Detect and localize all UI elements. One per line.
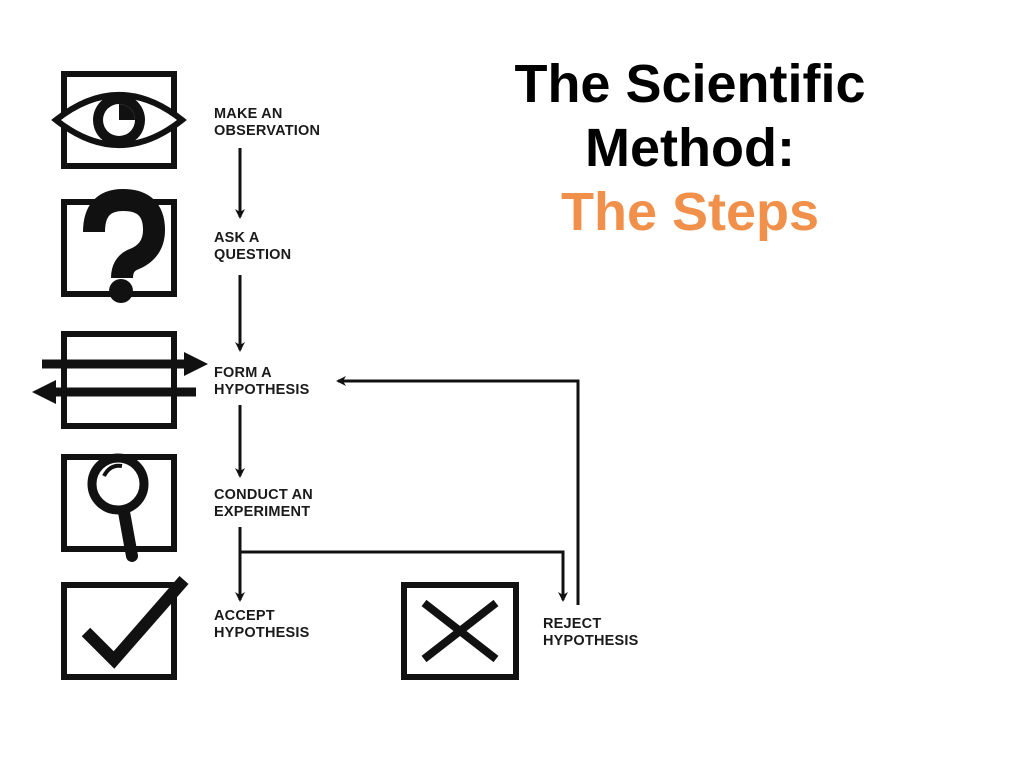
step-label-experiment: CONDUCT AN EXPERIMENT bbox=[214, 487, 313, 521]
page-subtitle: The Steps bbox=[560, 182, 820, 242]
magnifying-glass-icon bbox=[61, 453, 177, 562]
arrow-experiment-to-reject bbox=[240, 550, 568, 602]
page-title-line-2: Method: bbox=[585, 118, 795, 178]
question-mark-icon bbox=[61, 188, 177, 303]
step-label-hypothesis-line-2: HYPOTHESIS bbox=[214, 382, 310, 398]
step-label-reject: REJECT HYPOTHESIS bbox=[543, 616, 638, 650]
page-title-line-1: The Scientific bbox=[514, 54, 866, 114]
step-label-observation-line-1: MAKE AN bbox=[214, 106, 283, 122]
arrow-reject-to-hypothesis bbox=[336, 376, 580, 605]
flow-arrows bbox=[235, 148, 580, 605]
step-label-hypothesis: FORM A HYPOTHESIS bbox=[214, 365, 309, 399]
step-label-accept-line-1: ACCEPT bbox=[214, 608, 275, 624]
step-label-hypothesis-line-1: FORM A bbox=[214, 365, 272, 381]
step-label-question: ASK A QUESTION bbox=[214, 230, 291, 264]
x-mark-icon bbox=[401, 582, 519, 680]
step-label-accept: ACCEPT HYPOTHESIS bbox=[214, 608, 309, 642]
eye-icon bbox=[51, 71, 187, 169]
step-label-reject-line-2: HYPOTHESIS bbox=[543, 633, 639, 649]
step-label-reject-line-1: REJECT bbox=[543, 616, 602, 632]
step-label-question-line-2: QUESTION bbox=[214, 247, 292, 263]
opposing-arrows-icon bbox=[32, 331, 208, 429]
step-label-observation-line-2: OBSERVATION bbox=[214, 123, 321, 139]
step-label-question-line-1: ASK A bbox=[214, 230, 260, 246]
step-label-accept-line-2: HYPOTHESIS bbox=[214, 625, 310, 641]
step-label-experiment-line-1: CONDUCT AN bbox=[214, 487, 313, 503]
title-block: The Scientific Method: The Steps bbox=[440, 52, 940, 244]
checkmark-icon bbox=[61, 576, 189, 680]
step-label-experiment-line-2: EXPERIMENT bbox=[214, 504, 311, 520]
step-label-observation: MAKE AN OBSERVATION bbox=[214, 106, 320, 140]
